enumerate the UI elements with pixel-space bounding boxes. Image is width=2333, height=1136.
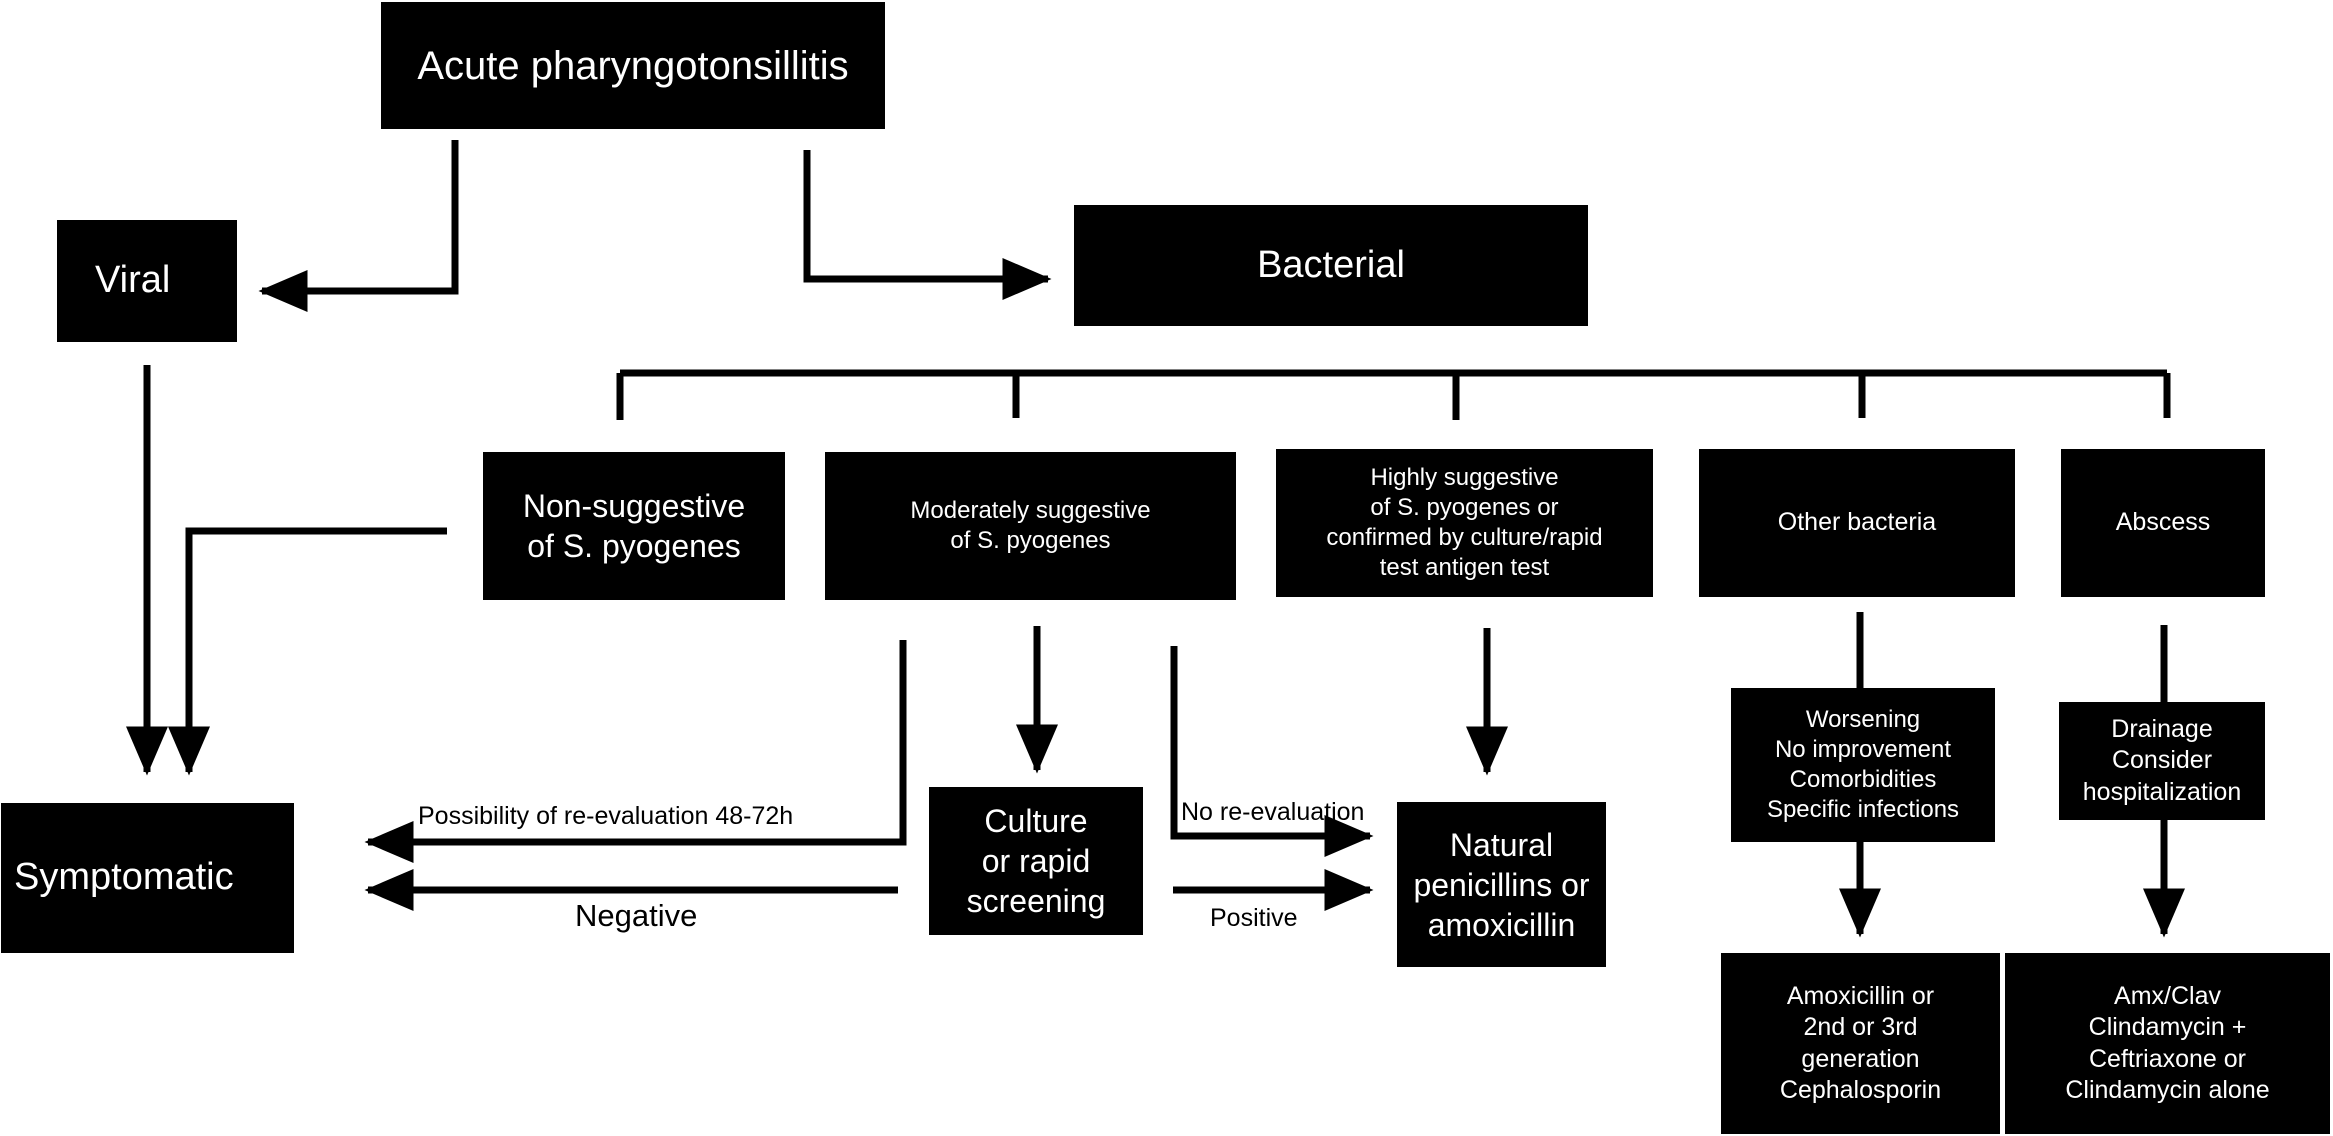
- node-acute-pharyngotonsillitis-label: Acute pharyngotonsillitis: [417, 43, 849, 88]
- node-bacterial-label: Bacterial: [1257, 243, 1405, 286]
- node-symptomatic-label: Symptomatic: [14, 856, 234, 899]
- arrow-reevaluation: [364, 640, 907, 863]
- node-culture-label: Culture or rapid screening: [966, 803, 1106, 919]
- node-abscess-label: Abscess: [2115, 508, 2211, 537]
- node-amx-clav-label: Amx/Clav Clindamycin + Ceftriaxone or Cl…: [2065, 982, 2270, 1104]
- node-natural-penicillins: Natural penicillins or amoxicillin: [1397, 802, 1606, 967]
- arrow-root-to-bacterial: [803, 150, 1052, 300]
- node-non-suggestive-label: Non-suggestive of S. pyogenes: [522, 488, 746, 564]
- bacterial-branch-bracket: [616, 369, 2171, 420]
- node-amx-clav: Amx/Clav Clindamycin + Ceftriaxone or Cl…: [2005, 953, 2330, 1134]
- node-worsening-label: Worsening No improvement Comorbidities S…: [1766, 706, 1960, 823]
- node-viral-label: Viral: [95, 259, 171, 302]
- node-non-suggestive: Non-suggestive of S. pyogenes: [483, 452, 785, 600]
- node-worsening: Worsening No improvement Comorbidities S…: [1731, 688, 1995, 842]
- node-highly-suggestive-label: Highly suggestive of S. pyogenes or conf…: [1326, 464, 1603, 581]
- node-moderately-suggestive: Moderately suggestive of S. pyogenes: [825, 452, 1236, 600]
- node-acute-pharyngotonsillitis: Acute pharyngotonsillitis: [381, 2, 885, 129]
- edge-label-no-reevaluation: No re-evaluation: [1181, 798, 1365, 826]
- arrow-no-reevaluation: [1170, 646, 1374, 857]
- node-amoxicillin-cephalosporin: Amoxicillin or 2nd or 3rd generation Cep…: [1721, 953, 2000, 1134]
- node-natural-penicillins-label: Natural penicillins or amoxicillin: [1413, 826, 1590, 943]
- node-drainage: Drainage Consider hospitalization: [2059, 702, 2265, 820]
- node-abscess: Abscess: [2061, 449, 2265, 597]
- node-bacterial: Bacterial: [1074, 205, 1588, 326]
- node-moderately-suggestive-label: Moderately suggestive of S. pyogenes: [910, 497, 1151, 554]
- node-culture-or-rapid-screening: Culture or rapid screening: [929, 787, 1143, 935]
- arrow-root-to-viral: [258, 140, 459, 312]
- node-drainage-label: Drainage Consider hospitalization: [2082, 715, 2242, 806]
- node-other-bacteria: Other bacteria: [1699, 449, 2015, 597]
- node-highly-suggestive: Highly suggestive of S. pyogenes or conf…: [1276, 449, 1653, 597]
- edge-label-negative: Negative: [575, 898, 698, 933]
- node-other-bacteria-label: Other bacteria: [1777, 508, 1937, 537]
- edge-label-reevaluation: Possibility of re-evaluation 48-72h: [418, 802, 794, 830]
- node-symptomatic: Symptomatic: [1, 803, 294, 953]
- node-amoxicillin-label: Amoxicillin or 2nd or 3rd generation Cep…: [1779, 982, 1942, 1104]
- edge-label-positive: Positive: [1210, 904, 1298, 932]
- arrow-nonsuggestive-to-symptomatic: [168, 527, 447, 776]
- node-viral: Viral: [57, 220, 237, 342]
